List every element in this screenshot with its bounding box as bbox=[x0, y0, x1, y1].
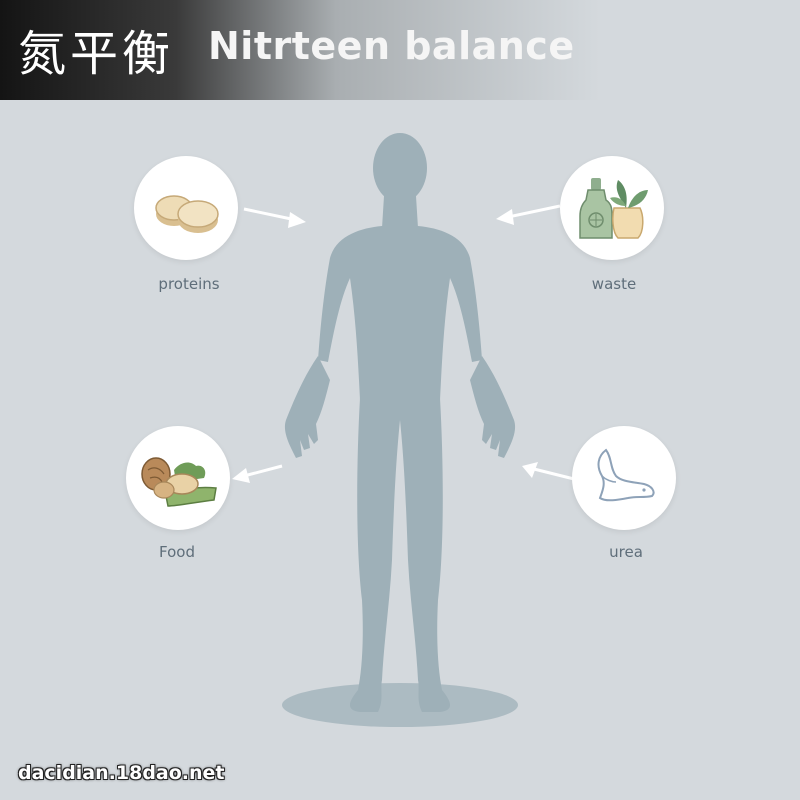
food-label: Food bbox=[159, 543, 195, 561]
site-watermark: dacidian.18dao.net bbox=[18, 762, 225, 784]
human-silhouette-icon bbox=[284, 133, 516, 712]
figure-shadow bbox=[282, 683, 518, 727]
title-bar: 氮平衡 Nitrteen balance bbox=[0, 0, 800, 100]
protein-discs-icon bbox=[155, 195, 219, 233]
urea-label: urea bbox=[609, 543, 643, 561]
bottle-and-plant-icon bbox=[579, 178, 648, 239]
kidney-outline-icon bbox=[597, 448, 655, 502]
urea-node bbox=[572, 426, 676, 530]
arrows bbox=[232, 204, 575, 483]
proteins-label: proteins bbox=[158, 275, 220, 293]
title-english: Nitrteen balance bbox=[208, 24, 575, 68]
waste-label: waste bbox=[591, 275, 637, 293]
food-vegetables-icon bbox=[141, 457, 217, 507]
title-chinese: 氮平衡 bbox=[18, 26, 175, 82]
waste-node bbox=[560, 156, 664, 260]
food-node bbox=[126, 426, 230, 530]
arrow-waste bbox=[496, 204, 561, 225]
proteins-node bbox=[134, 156, 238, 260]
arrow-proteins bbox=[243, 207, 306, 228]
arrow-urea bbox=[522, 462, 575, 481]
arrow-food bbox=[232, 464, 283, 483]
